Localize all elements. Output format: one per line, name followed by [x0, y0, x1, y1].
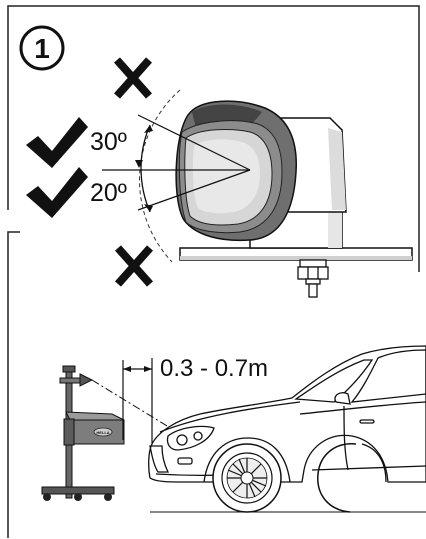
step-circle	[19, 25, 65, 71]
laser-head	[79, 373, 94, 387]
check-icon-lower	[26, 167, 88, 218]
rear-wheel	[317, 443, 357, 513]
mounting-plate	[179, 247, 413, 261]
sill-line	[311, 465, 426, 471]
mounting-bolt	[297, 259, 329, 298]
dim-arrow-right	[144, 366, 152, 372]
distance-label: 0.3 - 0.7m	[160, 355, 268, 382]
tester-box-top	[65, 411, 125, 421]
car	[148, 345, 426, 483]
pole-cap	[62, 365, 76, 373]
dim-arrow-left	[123, 366, 131, 372]
plate-shadow	[180, 256, 412, 260]
tilt-range-arc	[139, 89, 181, 263]
ray-upper	[137, 114, 251, 171]
shoulder-line	[299, 401, 426, 415]
front-wheel	[212, 443, 282, 513]
bonnet-line	[159, 401, 301, 433]
angle-upper-label: 30º	[90, 128, 127, 156]
body-side-shade	[328, 128, 346, 210]
angle-rays	[102, 114, 251, 211]
tilt-angle-arc	[140, 124, 151, 213]
cross-icon-bottom	[115, 245, 153, 287]
step-number-badge: 1	[19, 25, 65, 71]
wheel-left	[43, 493, 51, 501]
wheel-mid	[74, 493, 82, 501]
step-number: 1	[34, 33, 50, 64]
post-shade	[328, 205, 342, 248]
check-icon-upper	[26, 117, 88, 168]
front-wheel-arch	[203, 437, 291, 483]
side-window	[350, 349, 426, 403]
arc-arrow-mid	[135, 160, 143, 168]
wheel-right	[104, 493, 112, 501]
angle-lower-label: 20º	[90, 179, 127, 207]
laser-line	[91, 379, 191, 441]
ray-lower	[137, 169, 251, 211]
rear-tyre	[317, 443, 357, 513]
laser-arm	[59, 377, 83, 384]
hub	[240, 471, 254, 485]
rear-wheel-arch	[361, 443, 387, 483]
door-line	[343, 405, 349, 471]
lens-highlight	[192, 139, 260, 214]
tester-box-front	[63, 418, 75, 446]
side-mirror	[334, 392, 351, 405]
distance-dimension	[122, 358, 153, 446]
headlight-lamp-1	[176, 434, 188, 446]
top-panel-border	[7, 5, 420, 272]
door-handle	[359, 419, 375, 424]
grille	[149, 445, 170, 473]
fog-light	[177, 457, 193, 465]
arc-arrow-top	[144, 125, 153, 133]
tester-logo-plate	[93, 427, 113, 437]
cross-icon-top	[114, 57, 152, 99]
panel-borders	[7, 5, 420, 538]
sensor-head	[175, 100, 297, 242]
headlight-tester: HELLA	[41, 365, 125, 501]
stand-base	[41, 486, 115, 495]
bottom-panel-border	[7, 231, 20, 538]
tester-logo: HELLA	[96, 430, 109, 435]
headlight-lamp-2	[193, 431, 203, 441]
